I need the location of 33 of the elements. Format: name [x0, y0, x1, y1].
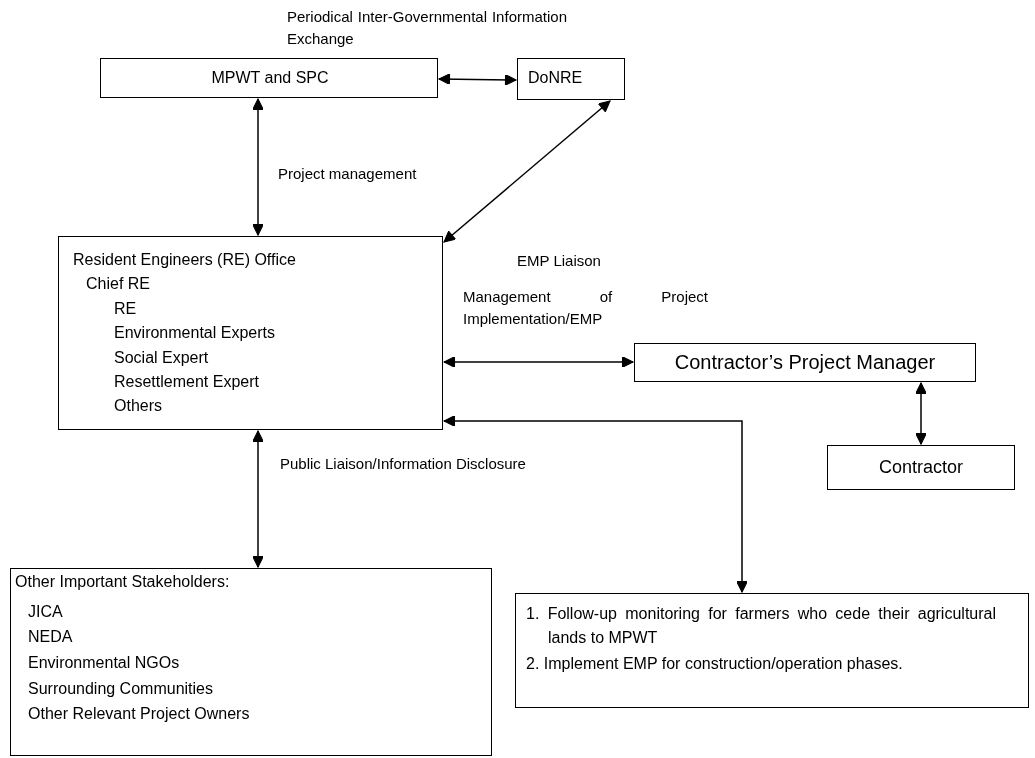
box-text: Environmental Experts	[114, 324, 275, 343]
box-text: NEDA	[28, 628, 73, 647]
box-text: Surrounding Communities	[28, 680, 213, 699]
box-text: RE	[114, 300, 137, 319]
process-box	[100, 58, 438, 98]
box-text: 1. Follow-up monitoring for farmers who cede their agricultural lands to MPWT	[526, 604, 996, 648]
double-arrow	[915, 382, 927, 445]
process-box	[517, 58, 625, 100]
box-text: Chief RE	[86, 275, 151, 294]
box-text: Other Important Stakeholders:	[15, 573, 230, 592]
box-text: Social Expert	[114, 349, 209, 368]
box-text: MPWT and SPC	[210, 67, 330, 88]
box-text: 2. Implement EMP for construction/operation phases.	[526, 654, 904, 674]
box-text: Contractor	[877, 456, 964, 480]
double-arrow	[443, 356, 634, 368]
double-arrow	[252, 98, 264, 236]
process-box	[515, 593, 1029, 708]
process-box	[827, 445, 1015, 490]
box-text: JICA	[28, 603, 63, 622]
box-text: Environmental NGOs	[28, 654, 180, 673]
double-arrow	[443, 415, 748, 593]
double-arrow	[438, 73, 517, 86]
box-text: Contractor’s Project Manager	[673, 350, 937, 375]
process-box	[58, 236, 443, 430]
process-box	[634, 343, 976, 382]
double-arrow	[252, 430, 264, 568]
box-text: Other Relevant Project Owners	[28, 705, 250, 724]
box-text: Resettlement Expert	[114, 373, 259, 392]
process-box	[10, 568, 492, 756]
box-text: DoNRE	[528, 69, 583, 88]
double-arrow	[443, 100, 611, 243]
box-text: Resident Engineers (RE) Office	[73, 251, 296, 270]
box-text: Others	[114, 397, 162, 416]
